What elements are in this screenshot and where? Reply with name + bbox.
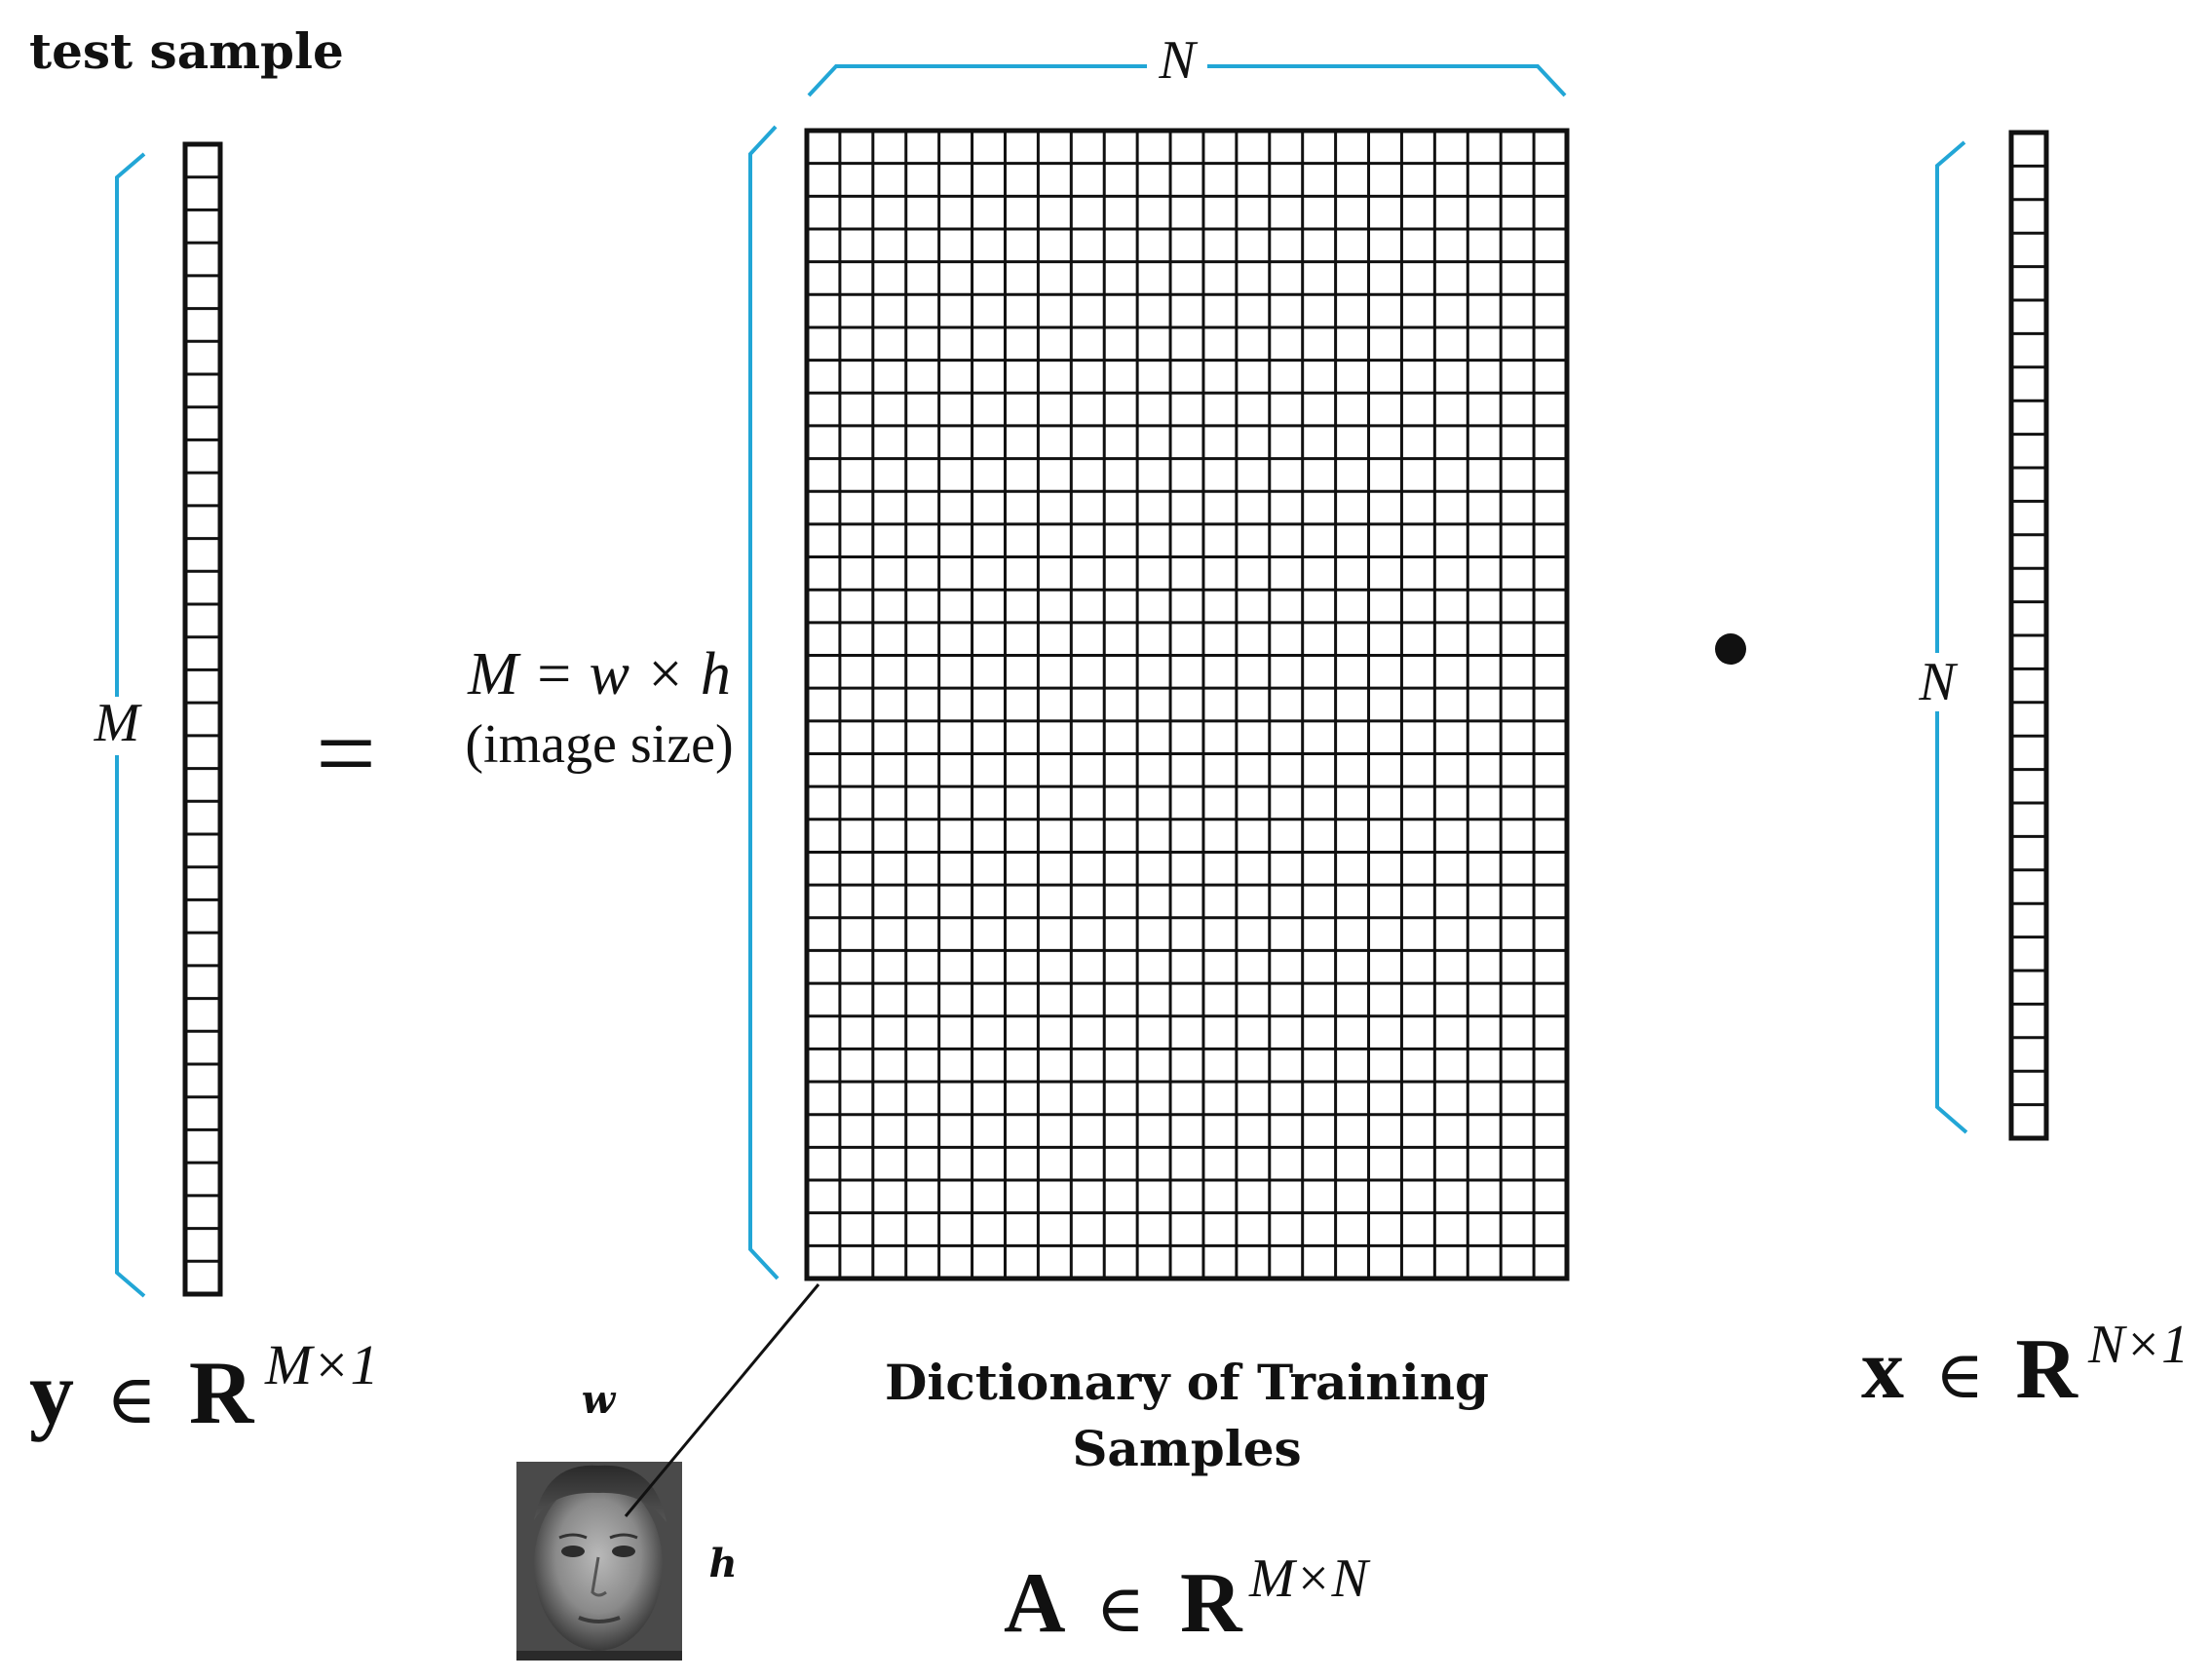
face-width-label: w: [582, 1377, 617, 1423]
matrix-a-caption-line2: Samples: [1072, 1420, 1301, 1477]
vector-y-dim-label: M: [94, 693, 143, 753]
vector-y-element-of: ∈: [106, 1363, 157, 1438]
test-sample-title: test sample: [29, 22, 344, 80]
vector-y-set: R: [189, 1343, 255, 1442]
vector-x-element-of: ∈: [1935, 1338, 1984, 1412]
matrix-a-side-label-line2: (image size): [465, 714, 733, 775]
vector-x-set: R: [2015, 1322, 2078, 1417]
matrix-a-top-label: N: [1158, 30, 1198, 91]
matrix-a-symbol: A: [1004, 1556, 1065, 1651]
matrix-a-frame: [804, 128, 1570, 1281]
vector-x-equation: x ∈ R: [1861, 1322, 2078, 1417]
matrix-a-superscript: M×N: [1248, 1548, 1370, 1609]
matrix-a-equation: A ∈ R: [1004, 1556, 1243, 1651]
vector-x-height-bracket: [1935, 140, 1968, 1134]
matrix-a-height-bracket: [748, 125, 780, 1280]
dot-operator-icon: [1715, 633, 1746, 665]
vector-y-equation: y ∈ R: [29, 1343, 255, 1442]
vector-x-dim-label: N: [1918, 652, 1958, 712]
face-height-label: h: [708, 1541, 737, 1586]
vector-y-frame: [182, 141, 223, 1297]
equals-sign: =: [316, 694, 376, 813]
column-to-face-connector: [624, 1283, 820, 1517]
matrix-a-caption-line1: Dictionary of Training: [885, 1354, 1489, 1411]
vector-y-superscript: M×1: [264, 1333, 378, 1396]
face-image: [516, 1462, 682, 1661]
vector-y: [182, 141, 223, 1297]
bracket-gap: [97, 697, 138, 755]
vector-x-superscript: N×1: [2087, 1315, 2189, 1375]
bracket-gap: [1914, 653, 1961, 711]
matrix-a: [804, 128, 1570, 1281]
vector-x: [2008, 130, 2049, 1141]
bracket-gap: [1147, 29, 1207, 88]
vector-y-symbol: y: [29, 1343, 74, 1442]
matrix-a-side-label-line1: M = w × h: [467, 641, 731, 707]
matrix-a-set: R: [1180, 1556, 1243, 1651]
matrix-a-element-of: ∈: [1096, 1572, 1145, 1646]
vector-x-symbol: x: [1861, 1322, 1904, 1417]
